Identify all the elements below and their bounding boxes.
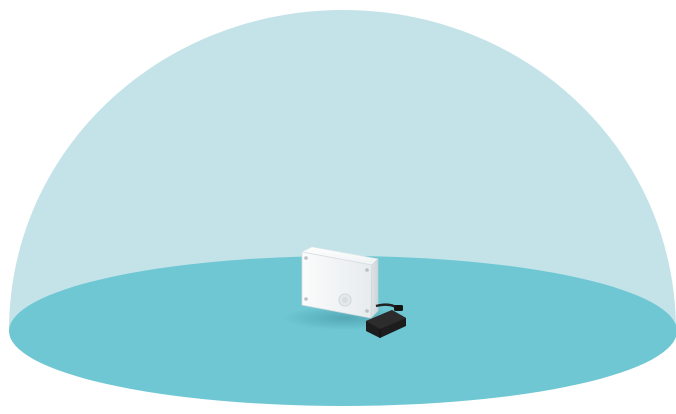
device-side-face (371, 259, 378, 318)
screw-icon (304, 256, 308, 260)
screw-icon (365, 268, 369, 272)
adapter-plug (394, 305, 403, 311)
screw-icon (304, 297, 308, 301)
sensor-device (302, 247, 378, 318)
sensor-lens-inner (342, 297, 348, 303)
screw-icon (365, 309, 369, 313)
